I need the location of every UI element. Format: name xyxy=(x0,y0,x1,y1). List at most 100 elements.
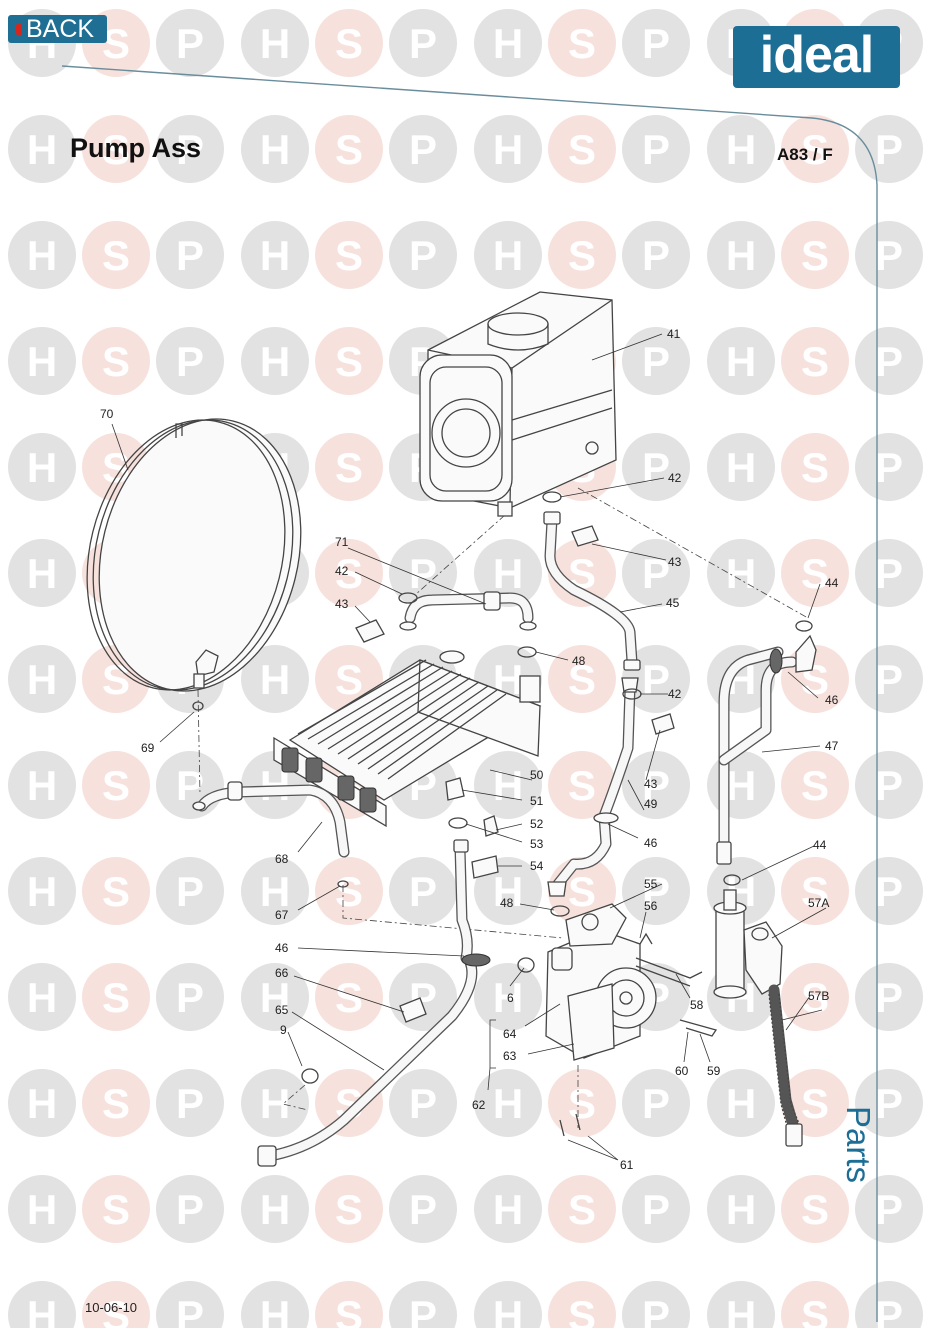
watermark-letter: S xyxy=(102,762,130,809)
watermark-circle xyxy=(781,857,849,925)
label-46: 46 xyxy=(644,836,658,850)
watermark-letter: P xyxy=(642,1292,670,1328)
watermark-circle xyxy=(855,433,923,501)
label-43: 43 xyxy=(644,777,658,791)
watermark-circle xyxy=(707,433,775,501)
watermark-circle xyxy=(474,1281,542,1328)
watermark-letter: S xyxy=(801,1080,829,1127)
watermark-circle xyxy=(315,433,383,501)
watermark-circle xyxy=(622,539,690,607)
watermark-letter: S xyxy=(801,974,829,1021)
section-tab-label: Parts xyxy=(840,1106,877,1184)
label-46: 46 xyxy=(275,941,289,955)
label-57b: 57B xyxy=(808,989,829,1003)
bypass-valve xyxy=(713,889,803,1147)
label-42: 42 xyxy=(668,687,682,701)
watermark-circle xyxy=(707,327,775,395)
page-date: 10-06-10 xyxy=(85,1300,138,1315)
watermark-circle xyxy=(474,1069,542,1137)
watermark-circle xyxy=(855,115,923,183)
watermark-letter: H xyxy=(493,126,523,173)
watermark-circle xyxy=(82,963,150,1031)
label-61: 61 xyxy=(620,1158,634,1172)
watermark-letter: H xyxy=(493,974,523,1021)
watermark-circle xyxy=(855,1281,923,1328)
label-53: 53 xyxy=(530,837,544,851)
watermark-circle xyxy=(707,1281,775,1328)
watermark-circle xyxy=(315,9,383,77)
watermark-letter: S xyxy=(102,1292,130,1328)
watermark-circle xyxy=(389,1281,457,1328)
watermark-circle xyxy=(855,221,923,289)
watermark-circle xyxy=(622,327,690,395)
watermark-circle xyxy=(8,1069,76,1137)
watermark-circle xyxy=(855,751,923,819)
watermark-letter: S xyxy=(102,868,130,915)
air-box xyxy=(419,291,617,517)
label-56: 56 xyxy=(644,899,658,913)
watermark-letter: P xyxy=(176,974,204,1021)
watermark-circle xyxy=(241,645,309,713)
watermark-circle xyxy=(622,9,690,77)
model-code: A83 / F xyxy=(777,145,833,164)
watermark-letter: S xyxy=(568,126,596,173)
seals-and-clips xyxy=(192,491,813,1137)
label-43: 43 xyxy=(335,597,349,611)
watermark-circle xyxy=(8,857,76,925)
watermark-circle xyxy=(389,1175,457,1243)
watermark-letter: P xyxy=(875,232,903,279)
watermark-letter: S xyxy=(568,20,596,67)
watermark-circle xyxy=(548,1069,616,1137)
watermark-circle xyxy=(315,1069,383,1137)
part-labels: 41 42 42 42 43 43 43 44 44 45 46 46 46 4… xyxy=(100,327,839,1172)
watermark-circle xyxy=(241,115,309,183)
watermark-letter: P xyxy=(176,20,204,67)
watermark-circle xyxy=(622,857,690,925)
watermark-letter: H xyxy=(260,1292,290,1328)
watermark-circle xyxy=(82,327,150,395)
label-42: 42 xyxy=(668,471,682,485)
watermark-circle xyxy=(315,327,383,395)
watermark-letter: H xyxy=(493,232,523,279)
label-41: 41 xyxy=(667,327,681,341)
watermark-letter: H xyxy=(726,1186,756,1233)
watermark-circle xyxy=(8,1281,76,1328)
watermark-circle xyxy=(781,327,849,395)
watermark-circle xyxy=(315,115,383,183)
watermark-letter: H xyxy=(726,550,756,597)
pipe-65 xyxy=(257,839,491,1167)
watermark-circle xyxy=(474,221,542,289)
watermark-circle xyxy=(707,221,775,289)
label-67: 67 xyxy=(275,908,289,922)
watermark-circle xyxy=(548,645,616,713)
watermark-circle xyxy=(241,857,309,925)
page-title: Pump Ass xyxy=(70,133,202,163)
back-button[interactable]: BACK xyxy=(8,15,107,43)
watermark-letter: P xyxy=(409,20,437,67)
watermark-letter: P xyxy=(875,444,903,491)
section-tab-parts[interactable]: Parts xyxy=(840,1100,927,1200)
label-44: 44 xyxy=(813,838,827,852)
watermark-letter: S xyxy=(568,1080,596,1127)
watermark-letter: P xyxy=(409,550,437,597)
watermark-circle xyxy=(315,539,383,607)
watermark-letter: H xyxy=(726,1080,756,1127)
watermark-letter: H xyxy=(27,1186,57,1233)
watermark-letter: P xyxy=(176,1292,204,1328)
watermark-circle xyxy=(474,963,542,1031)
watermark-circle xyxy=(156,115,224,183)
watermark-circle xyxy=(241,963,309,1031)
pump xyxy=(545,903,718,1061)
watermark-letter: P xyxy=(642,338,670,385)
watermark-letter: S xyxy=(801,550,829,597)
watermark-circle xyxy=(156,857,224,925)
watermark-letter: S xyxy=(102,1186,130,1233)
watermark-letter: H xyxy=(493,1080,523,1127)
watermark-letter: H xyxy=(260,656,290,703)
watermark-letter: S xyxy=(335,126,363,173)
watermark-letter: P xyxy=(642,1186,670,1233)
watermark-letter: S xyxy=(335,974,363,1021)
pipe-49 xyxy=(547,677,639,897)
watermark-letter: H xyxy=(260,1080,290,1127)
label-48: 48 xyxy=(500,896,514,910)
